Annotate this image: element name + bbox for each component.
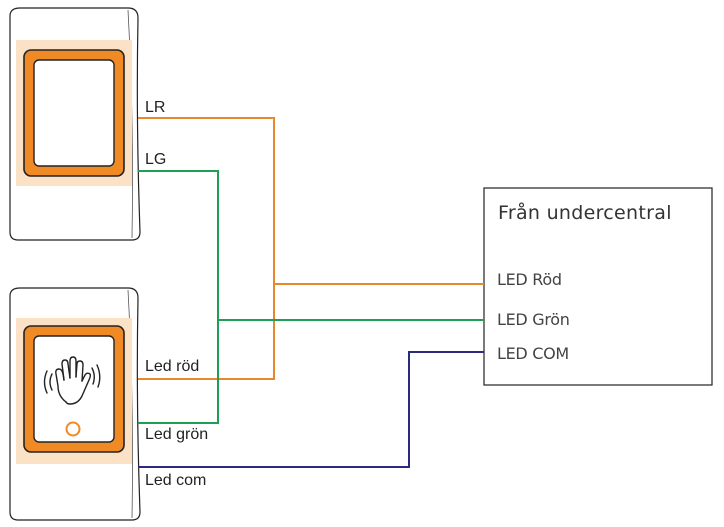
- terminal-led-rod: LED Röd: [497, 270, 562, 289]
- wire-com: [138, 351, 484, 468]
- led-ring-icon: [65, 421, 81, 437]
- central-title: Från undercentral: [498, 202, 672, 224]
- label-led-gron: Led grön: [145, 426, 209, 443]
- wire-green-top: [138, 170, 484, 321]
- reader-top: [9, 7, 141, 241]
- wire-green-bottom: [138, 320, 219, 424]
- reader-bottom: [9, 287, 141, 521]
- terminal-led-gron: LED Grön: [497, 310, 570, 329]
- label-led-com: Led com: [145, 472, 207, 489]
- wire-red-top: [138, 117, 484, 285]
- label-lr: LR: [145, 99, 166, 116]
- terminal-led-com: LED COM: [497, 344, 569, 363]
- wire-red-bottom: [138, 284, 275, 380]
- central-unit-box: [483, 187, 713, 386]
- hand-wave-icon: [43, 356, 101, 405]
- label-lg: LG: [145, 151, 167, 168]
- label-led-rod: Led röd: [145, 358, 200, 375]
